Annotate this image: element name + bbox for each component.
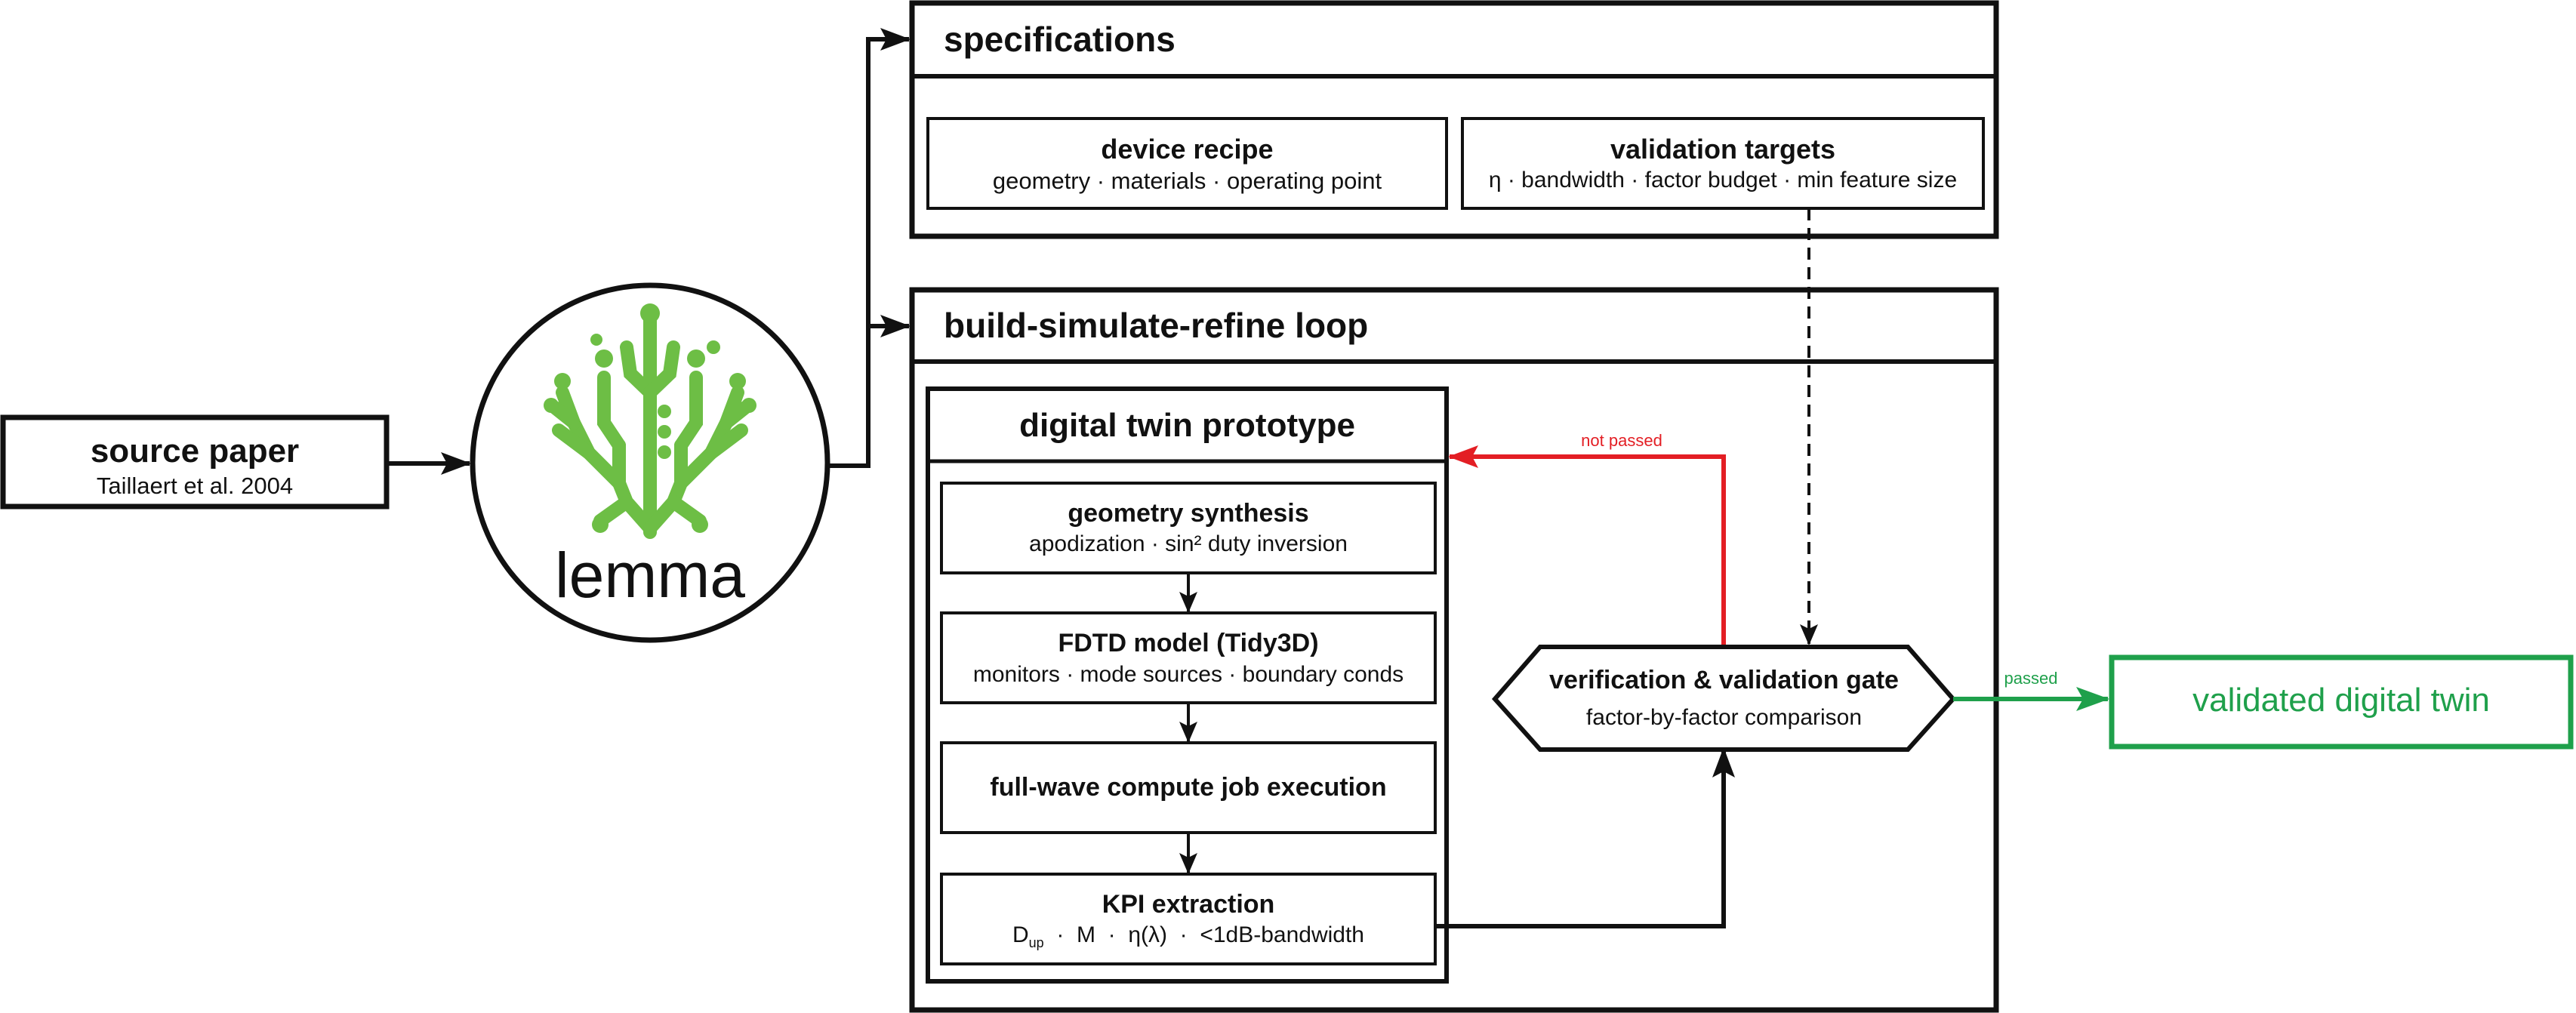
verification-gate xyxy=(1491,645,1957,752)
not-passed-label: not passed xyxy=(1581,431,1662,450)
gate-title: verification & validation gate xyxy=(1549,666,1899,694)
lemma-tree-nodes xyxy=(544,303,756,533)
device-recipe-box xyxy=(926,117,1448,210)
step-kpi-subtitle: Dup · M · η(λ) · <1dB-bandwidth xyxy=(941,924,1435,950)
step-geometry-title: geometry synthesis xyxy=(1068,499,1309,528)
step-box-geometry xyxy=(940,482,1437,574)
step-box-kpi xyxy=(940,873,1437,965)
validation-targets-subtitle: η · bandwidth · factor budget · min feat… xyxy=(1488,168,1958,192)
kpi-d-symbol: D xyxy=(1012,922,1029,947)
gate-subtitle: factor-by-factor comparison xyxy=(1585,705,1863,730)
step-geometry-subtitle: apodization · sin² duty inversion xyxy=(1029,531,1348,556)
source-paper-subtitle: Taillaert et al. 2004 xyxy=(96,473,294,499)
loop-title: build-simulate-refine loop xyxy=(944,306,1369,345)
arrow-not-passed xyxy=(1448,445,1726,647)
specifications-title: specifications xyxy=(944,20,1176,59)
lemma-logo-text: lemma xyxy=(554,540,746,611)
validated-twin-box xyxy=(2109,654,2574,750)
validated-twin-title: validated digital twin xyxy=(2192,682,2490,719)
source-paper-title: source paper xyxy=(90,433,300,470)
step-box-fdtd xyxy=(940,611,1437,704)
prototype-title: digital twin prototype xyxy=(1019,407,1355,444)
passed-label: passed xyxy=(2004,669,2058,688)
step-box-compute xyxy=(940,741,1437,834)
arrow-lemma-branch xyxy=(827,28,911,468)
device-recipe-subtitle: geometry · materials · operating point xyxy=(992,168,1382,194)
kpi-d-subscript: up xyxy=(1028,935,1044,950)
step-fdtd-subtitle: monitors · mode sources · boundary conds xyxy=(972,662,1404,687)
validation-targets-title: validation targets xyxy=(1610,134,1836,165)
step-kpi-title: KPI extraction xyxy=(1102,890,1275,919)
source-paper-box xyxy=(0,414,390,510)
validation-targets-box xyxy=(1461,117,1985,210)
device-recipe-title: device recipe xyxy=(1101,134,1274,165)
step-fdtd-title: FDTD model (Tidy3D) xyxy=(1058,629,1319,657)
kpi-rest: · M · η(λ) · <1dB-bandwidth xyxy=(1043,922,1364,947)
lemma-tree-icon xyxy=(548,306,752,539)
step-compute-title: full-wave compute job execution xyxy=(990,773,1387,802)
arrow-kpi-to-gate xyxy=(1435,747,1735,928)
